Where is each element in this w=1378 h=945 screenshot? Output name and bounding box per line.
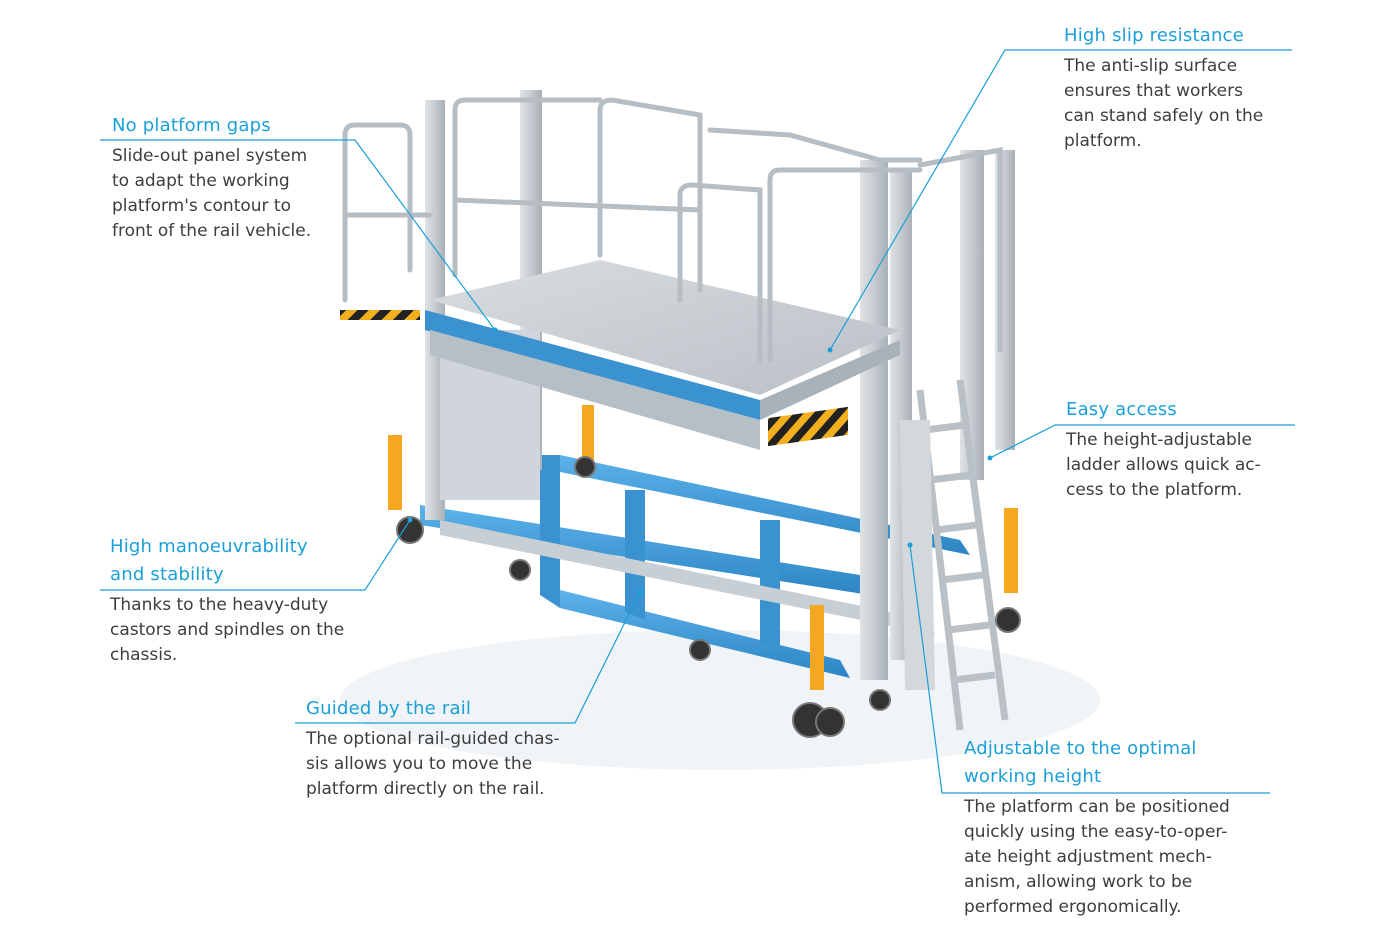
access-ladder bbox=[900, 379, 1009, 731]
callout-guided-by-rail: Guided by the rail The optional rail-gui… bbox=[306, 695, 596, 802]
castors bbox=[396, 456, 1021, 738]
callout-title: High manoeuvrability and stability bbox=[110, 536, 308, 585]
callout-desc: The platform can be positioned quickly u… bbox=[964, 797, 1230, 917]
chassis-frame bbox=[420, 455, 970, 678]
leader-easy-access bbox=[989, 424, 1295, 459]
leader-adjustable-height bbox=[909, 544, 1270, 794]
leader-no-platform-gaps bbox=[100, 139, 496, 331]
callout-title: Easy access bbox=[1066, 399, 1178, 420]
platform-deck bbox=[340, 260, 900, 450]
leader-high-slip-resistance bbox=[829, 49, 1292, 351]
leader-lines bbox=[100, 49, 1295, 794]
leader-guided-by-rail bbox=[295, 591, 641, 724]
callout-title: No platform gaps bbox=[112, 115, 271, 136]
callout-high-slip-resistance: High slip resistance The anti-slip surfa… bbox=[1064, 22, 1304, 154]
callout-title: High slip resistance bbox=[1064, 25, 1244, 46]
callout-desc: Slide-out panel system to adapt the work… bbox=[112, 146, 312, 241]
callout-high-manoeuvrability: High manoeuvrability and stability Thank… bbox=[110, 533, 380, 668]
callout-easy-access: Easy access The height-adjustable ladder… bbox=[1066, 396, 1306, 503]
callout-desc: The anti-slip surface ensures that worke… bbox=[1064, 56, 1264, 151]
callout-title: Guided by the rail bbox=[306, 698, 472, 719]
leader-high-manoeuvrability bbox=[100, 519, 411, 591]
leader-dots bbox=[407, 327, 993, 595]
callout-no-platform-gaps: No platform gaps Slide-out panel system … bbox=[112, 112, 352, 244]
callout-adjustable-height: Adjustable to the optimal working height… bbox=[964, 735, 1264, 920]
callout-desc: The height-adjustable ladder allows quic… bbox=[1066, 430, 1261, 500]
callout-desc: Thanks to the heavy-duty castors and spi… bbox=[110, 595, 345, 665]
callout-title: Adjustable to the optimal working height bbox=[964, 738, 1197, 787]
guard-rails bbox=[342, 97, 1003, 363]
callout-desc: The optional rail-guided chas- sis allow… bbox=[306, 729, 560, 799]
spindles bbox=[388, 405, 1018, 690]
